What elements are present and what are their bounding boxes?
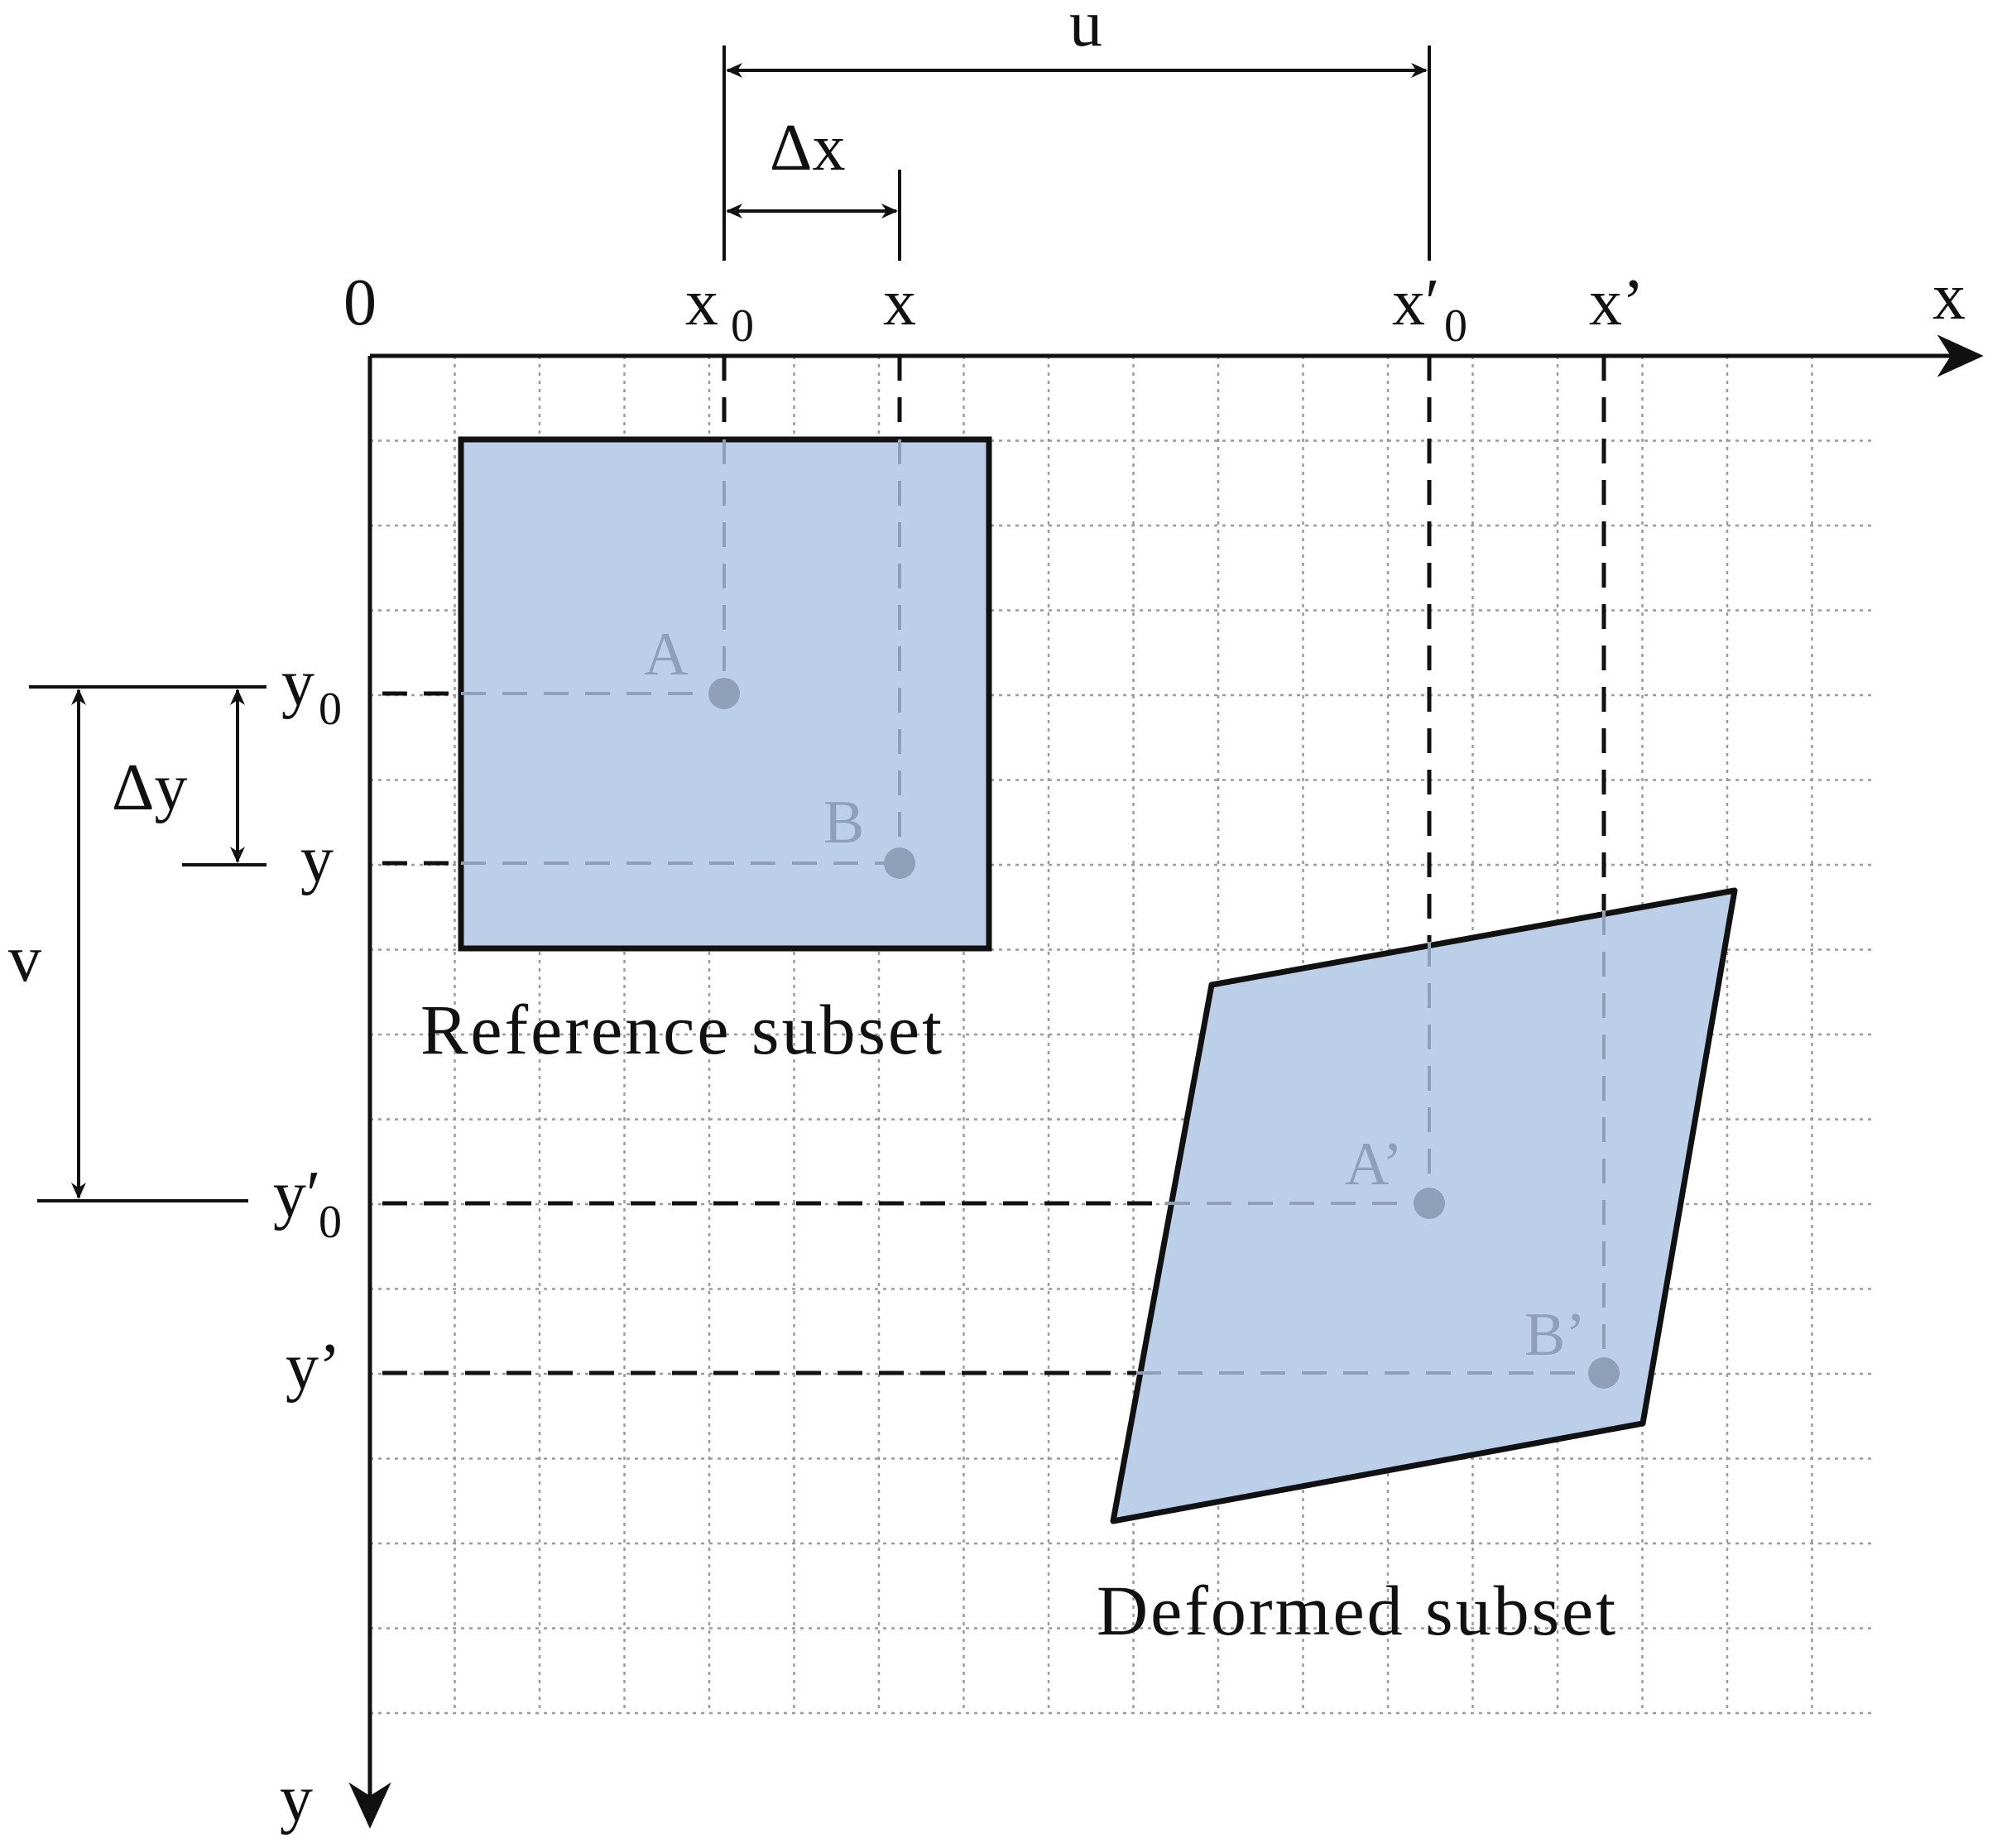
- svg-text:0: 0: [319, 1197, 342, 1248]
- label-y: y: [300, 823, 334, 896]
- label-x: x: [883, 266, 916, 339]
- svg-text:y: y: [281, 647, 314, 720]
- label-x0-prime: x′ 0: [1392, 266, 1467, 352]
- label-u: u: [1069, 0, 1102, 60]
- label-v: v: [8, 923, 41, 996]
- y-axis-label: y: [280, 1763, 313, 1836]
- point-a: [708, 678, 740, 709]
- svg-text:x: x: [685, 266, 718, 339]
- svg-text:0: 0: [319, 684, 342, 735]
- label-x0: x 0: [685, 266, 754, 352]
- vertical-dimensions: [29, 685, 266, 1202]
- label-y0-prime: y′ 0: [273, 1159, 342, 1248]
- projection-lines-inside: [461, 439, 1606, 1375]
- label-b-prime: B’: [1524, 1301, 1586, 1369]
- projection-lines: [382, 356, 1606, 1375]
- horizontal-dimensions: [722, 46, 1431, 261]
- point-b: [884, 847, 915, 879]
- x-axis-label: x: [1932, 261, 1966, 334]
- label-a-prime: A’: [1345, 1130, 1403, 1198]
- svg-text:y′: y′: [273, 1159, 321, 1231]
- point-a-prime: [1414, 1188, 1445, 1219]
- point-b-prime: [1588, 1357, 1620, 1389]
- deformed-subset-caption: Deformed subset: [1097, 1571, 1618, 1650]
- label-a: A: [644, 621, 688, 689]
- label-y0: y 0: [281, 647, 342, 735]
- label-b: B: [823, 789, 864, 857]
- origin-label: 0: [343, 266, 377, 339]
- label-dx: Δx: [770, 112, 845, 185]
- svg-text:x′: x′: [1392, 266, 1440, 339]
- svg-text:0: 0: [731, 300, 754, 352]
- points: [708, 678, 1620, 1389]
- label-x-prime: x’: [1589, 266, 1644, 339]
- svg-text:0: 0: [1444, 300, 1467, 352]
- label-y-prime: y’: [286, 1331, 341, 1404]
- label-dy: Δy: [112, 751, 187, 824]
- reference-subset-caption: Reference subset: [420, 990, 944, 1069]
